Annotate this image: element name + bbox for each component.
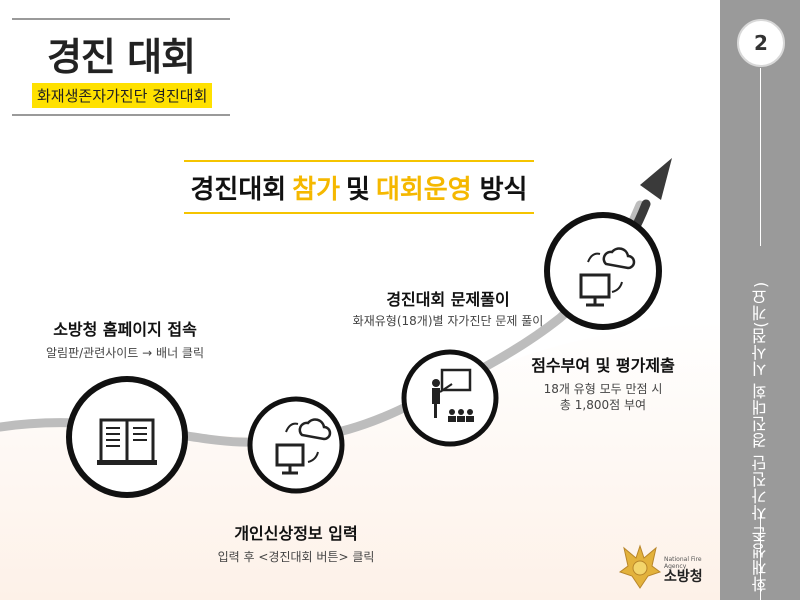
- side-title: 화재생존 자가진단 경진대회 시사점(개요): [751, 281, 770, 592]
- page-subtitle: 화재생존자가진단 경진대회: [32, 83, 213, 108]
- step4-desc-line2: 총 1,800점 부여: [559, 398, 647, 412]
- title-rule-top: [12, 18, 230, 20]
- heading-part2: 및: [346, 174, 370, 205]
- step4-title: 점수부여 및 평가제출: [531, 356, 675, 375]
- side-divider-top: [760, 68, 761, 246]
- step3-title: 경진대회 문제풀이: [386, 290, 510, 309]
- book-icon: [97, 418, 157, 465]
- computer-cloud-icon: [579, 247, 636, 307]
- heading-part3: 방식: [479, 174, 528, 205]
- slide: 경진 대회 화재생존자가진단 경진대회 경진대회 참가 및 대회운영 방식 소방…: [0, 18, 720, 600]
- page-number: 2: [737, 19, 785, 67]
- side-panel: 2 화재생존 자가진단 경진대회 시사점(개요): [720, 0, 800, 600]
- step4-desc-line1: 18개 유형 모두 만점 시: [543, 382, 663, 396]
- title-rule-bottom: [12, 114, 230, 116]
- page-title: 경진 대회: [46, 35, 196, 79]
- step1-desc: 알림판/관련사이트 → 배너 클릭: [45, 346, 205, 360]
- step2-desc: 입력 후 <경진대회 버튼> 클릭: [217, 550, 375, 564]
- heading-highlight2: 대회운영: [375, 174, 472, 205]
- heading-part1: 경진대회: [190, 174, 287, 205]
- step-circle-3: [401, 349, 499, 447]
- step2-title: 개인신상정보 입력: [234, 524, 358, 543]
- step3-desc: 화재유형(18개)별 자가진단 문제 풀이: [352, 314, 544, 328]
- logo-caption: National Fire Agency: [664, 556, 702, 570]
- teacher-board-icon: [432, 368, 474, 422]
- arrow-head-icon: [640, 158, 672, 200]
- step1-title: 소방청 홈페이지 접속: [53, 320, 197, 339]
- side-divider-bottom: [760, 512, 761, 600]
- step-circle-4: [544, 212, 662, 330]
- heading-highlight1: 참가: [292, 174, 341, 205]
- background-wave: [0, 320, 720, 600]
- background-art: [0, 158, 720, 600]
- computer-cloud-icon: [275, 418, 332, 475]
- fire-agency-emblem-icon: [618, 544, 662, 589]
- logo-name: 소방청: [664, 569, 703, 585]
- section-heading: 경진대회 참가 및 대회운영 방식: [184, 160, 534, 214]
